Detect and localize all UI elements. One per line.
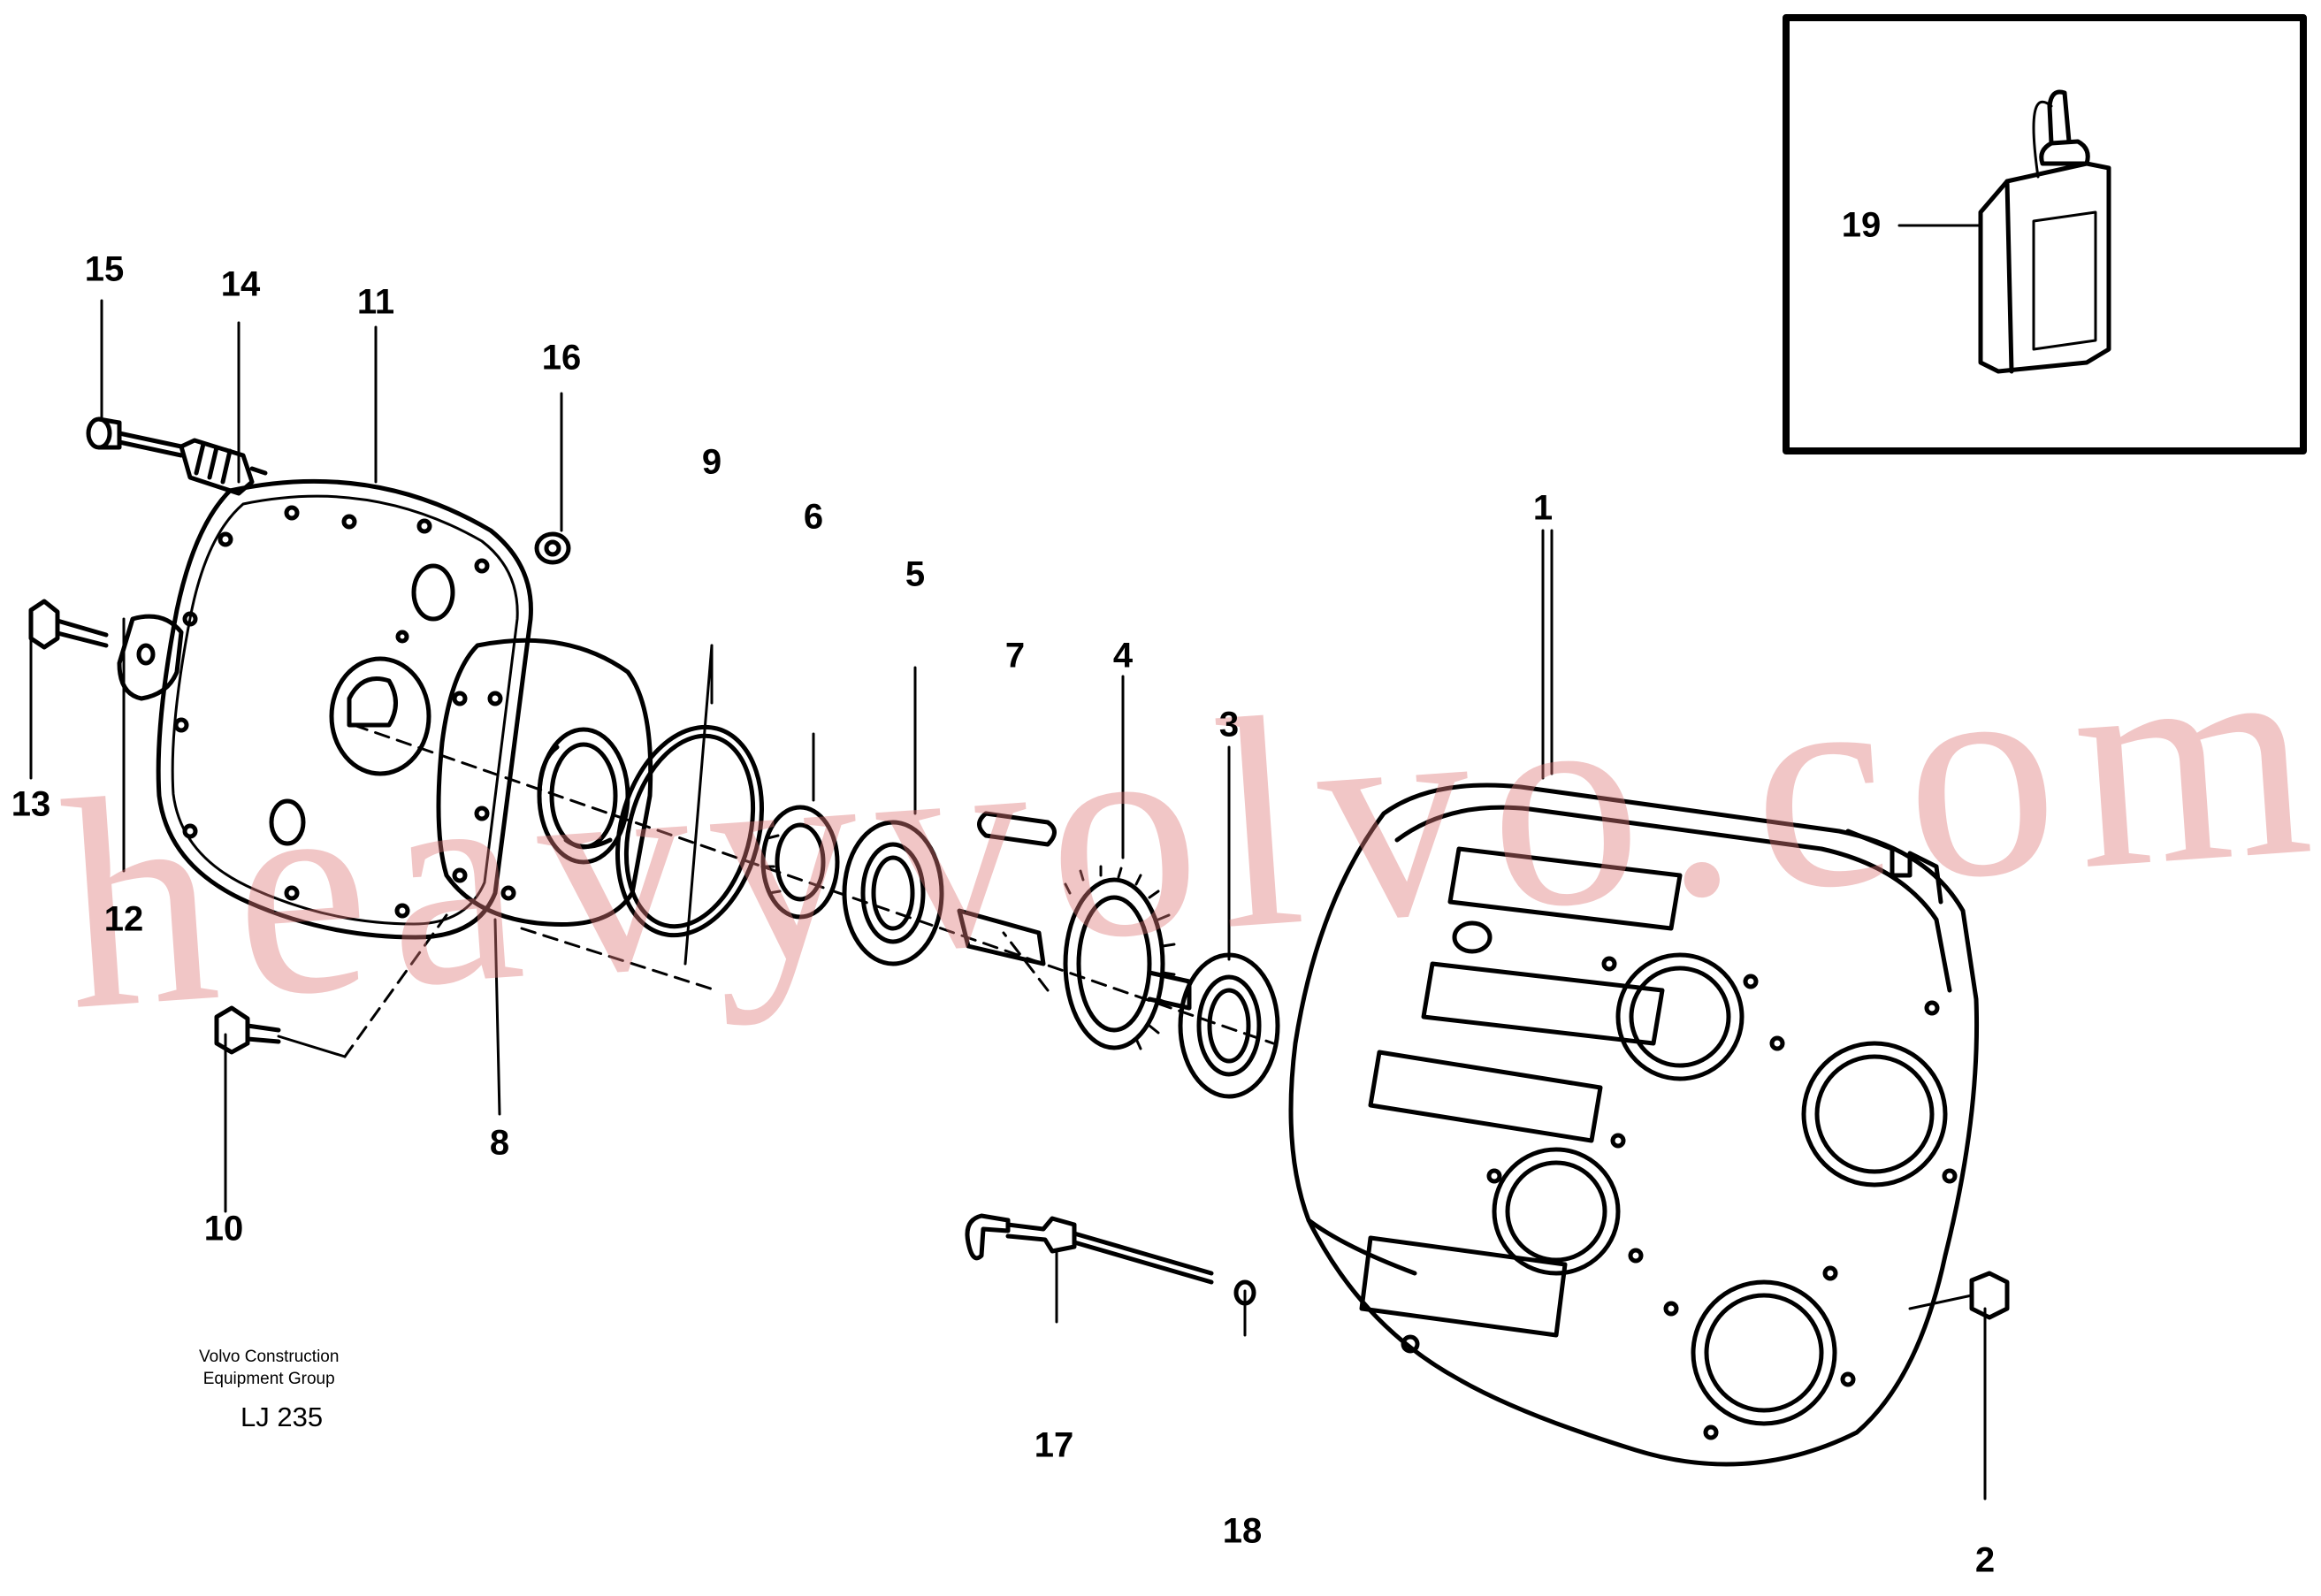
cover-plate-part (156, 478, 533, 940)
callout-10: 10 (203, 1209, 244, 1249)
callout-6: 6 (803, 497, 824, 537)
o-ring-part (615, 724, 764, 938)
bearing-part (842, 820, 944, 966)
leader-lines (29, 224, 1987, 1501)
inset-box (1783, 14, 2307, 454)
key-part (977, 811, 1057, 847)
callout-17: 17 (1034, 1425, 1074, 1465)
callout-7: 7 (1004, 636, 1026, 676)
callout-13: 13 (11, 784, 51, 824)
plug-part (1908, 1271, 2010, 1320)
callout-9: 9 (701, 442, 722, 482)
callout-19: 19 (1841, 205, 1882, 245)
oil-bottle-part (1978, 89, 2111, 374)
callout-8: 8 (489, 1123, 510, 1163)
callout-5: 5 (905, 554, 926, 594)
seal-part (760, 805, 840, 920)
bearing-part (1178, 952, 1280, 1099)
bolt-part (214, 1005, 347, 1058)
breather-part (179, 438, 268, 496)
washer-part (117, 614, 184, 701)
bolt-part (86, 416, 184, 458)
assembly-lines (343, 723, 1275, 1058)
callout-14: 14 (220, 264, 261, 304)
callout-3: 3 (1218, 705, 1240, 745)
gear-shaft-part (957, 865, 1192, 1050)
callout-15: 15 (84, 249, 125, 289)
nut-part (534, 531, 571, 565)
callout-1: 1 (1532, 488, 1554, 528)
bearing-housing-part (436, 638, 653, 928)
dipstick-part (965, 1213, 1214, 1285)
credit-line-2: Equipment Group (202, 1370, 335, 1388)
callout-11: 11 (356, 282, 395, 322)
publisher-credit: Volvo Construction Equipment Group (199, 1346, 339, 1390)
watermark-text: heavyvolvo.com (53, 582, 2321, 1073)
callout-16: 16 (541, 338, 582, 378)
gearbox-housing-part (1288, 783, 1980, 1467)
credit-line-1: Volvo Construction (199, 1348, 340, 1366)
bolt-part (28, 599, 109, 650)
callout-12: 12 (103, 899, 144, 939)
callout-4: 4 (1112, 636, 1134, 676)
callout-18: 18 (1222, 1511, 1263, 1551)
callout-2: 2 (1974, 1540, 1996, 1580)
o-ring-part (1233, 1279, 1256, 1306)
drawing-code: LJ 235 (240, 1401, 324, 1432)
